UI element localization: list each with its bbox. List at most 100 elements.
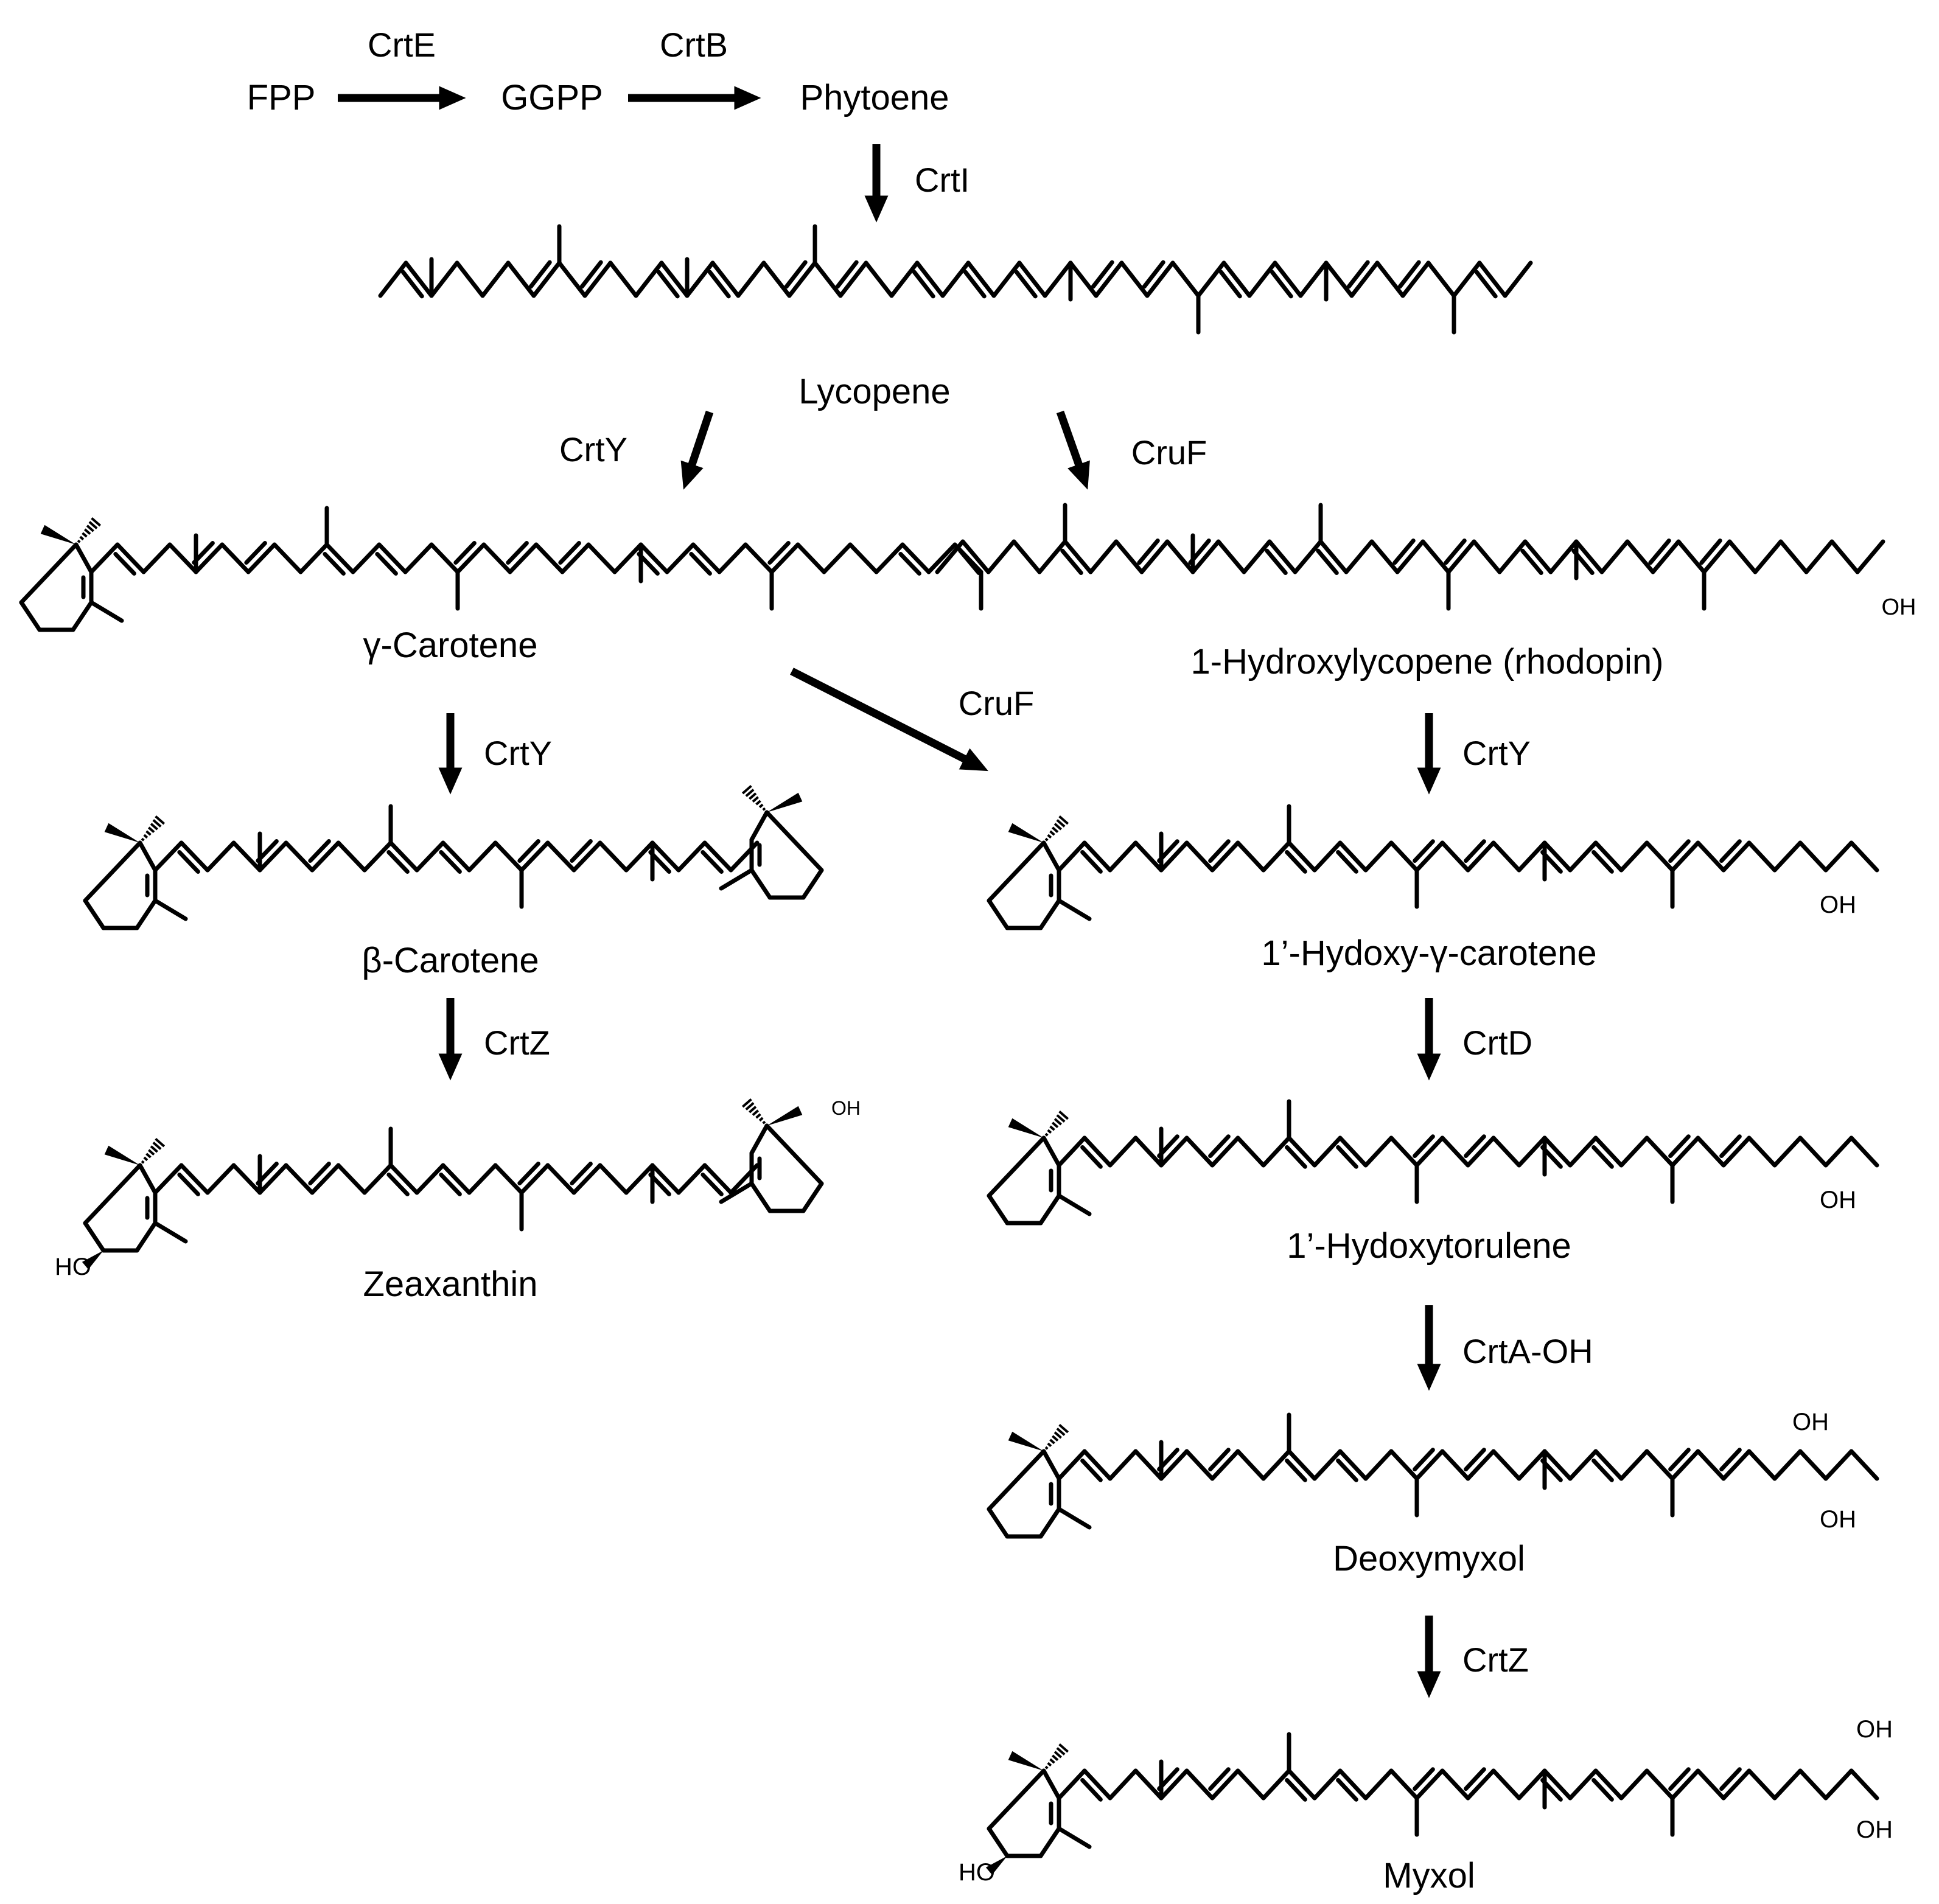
bond [1108, 1768, 1138, 1801]
bond [710, 260, 741, 298]
bond [1057, 1449, 1087, 1481]
bond [1414, 840, 1445, 873]
bond [1082, 1768, 1113, 1801]
hashed-bond [152, 1142, 162, 1150]
bond [986, 539, 1016, 574]
bond [1696, 1135, 1726, 1168]
hashed-bond [147, 1149, 155, 1156]
bond [560, 542, 591, 574]
wedge-bond [82, 1250, 103, 1270]
hashed-bond [1051, 1121, 1059, 1128]
bond [257, 840, 288, 873]
bond [1747, 1135, 1777, 1168]
bond [1517, 840, 1547, 873]
enzyme-label-crta-oh: CrtA-OH [1462, 1332, 1593, 1370]
methyl-bond [153, 898, 188, 921]
bond [1068, 260, 1099, 298]
hashed-bond [1058, 815, 1069, 825]
bond [83, 1163, 142, 1226]
double-bond-line [1413, 1448, 1435, 1472]
double-bond-line [1444, 539, 1467, 565]
reaction-arrows [338, 86, 1441, 1698]
bond [1133, 1449, 1164, 1481]
bond [1772, 1135, 1803, 1168]
bond [650, 1163, 681, 1195]
wedge-bond [1008, 1751, 1044, 1771]
structure-hydroxylycopene: OH [935, 503, 1916, 620]
bond [1849, 840, 1879, 873]
bond [1619, 1135, 1649, 1168]
bond [1747, 1449, 1777, 1481]
bond [1849, 1449, 1879, 1481]
bond [1753, 539, 1783, 574]
double-bond-line [1285, 1145, 1307, 1169]
structure-hydoxy-gamma-carotene: OH [987, 804, 1879, 930]
bond [1702, 539, 1732, 574]
bond [1696, 1449, 1726, 1481]
bond [1568, 1449, 1598, 1481]
double-bond-line [1719, 1134, 1742, 1159]
bond [1420, 539, 1451, 574]
bond [493, 840, 524, 873]
compound-label-gamma-carotene: γ-Carotene [363, 626, 538, 665]
bond [1038, 1826, 1061, 1858]
double-bond-line [1668, 1134, 1691, 1159]
hashed-bond [150, 1145, 158, 1153]
bond [1261, 1768, 1291, 1801]
bond [749, 1123, 769, 1156]
hashed-bond [145, 1153, 152, 1159]
bond [83, 840, 142, 903]
double-bond-line [1137, 539, 1160, 565]
bond [455, 260, 485, 298]
bond [481, 542, 512, 574]
double-bond-line [1091, 260, 1114, 289]
bond [351, 542, 382, 574]
bond [135, 1221, 158, 1253]
bond [960, 539, 991, 574]
bond [1747, 1768, 1777, 1801]
bond [764, 1123, 824, 1186]
bond [634, 260, 664, 298]
bond [455, 542, 486, 574]
double-bond-line [400, 270, 424, 299]
hashed-bond [1056, 1428, 1066, 1436]
enzyme-label-crty-left: CrtY [559, 430, 627, 469]
bond [1446, 539, 1476, 574]
double-bond-line [308, 839, 331, 863]
hashed-bond [1053, 823, 1062, 831]
bond [1542, 840, 1573, 873]
bond [1298, 260, 1329, 298]
bond [1772, 840, 1803, 873]
double-bond-line [1591, 1777, 1614, 1802]
bond [1247, 260, 1277, 298]
hashed-bond [143, 1156, 148, 1162]
hashed-bond [762, 807, 766, 811]
double-bond-line [375, 551, 398, 576]
bond [336, 840, 367, 873]
bond [1184, 840, 1215, 873]
methyl-bond [153, 1221, 188, 1244]
bond [1139, 539, 1170, 574]
bond [1159, 1135, 1189, 1168]
bond [1696, 840, 1726, 873]
wedge-bond [767, 1106, 803, 1126]
double-bond-line [1397, 260, 1421, 289]
bond [761, 260, 792, 298]
hashed-bond [762, 1120, 766, 1125]
bond [1644, 840, 1675, 873]
bond [864, 260, 894, 298]
bond [1644, 1449, 1675, 1481]
enzyme-label-cruf-diagonal: CruF [959, 684, 1034, 722]
text-labels: FPP GGPP Phytoene CrtE CrtB CrtI Lycopen… [247, 26, 1664, 1895]
structure-gamma-carotene [19, 506, 983, 632]
bond [1593, 1135, 1624, 1168]
hashed-bond [1056, 819, 1066, 828]
double-bond-line [1208, 1134, 1231, 1159]
hashed-bond [91, 517, 102, 527]
bond [1542, 1135, 1573, 1168]
bond [403, 542, 434, 574]
bond [1287, 1768, 1317, 1801]
atom-label: OH [1856, 1716, 1893, 1743]
